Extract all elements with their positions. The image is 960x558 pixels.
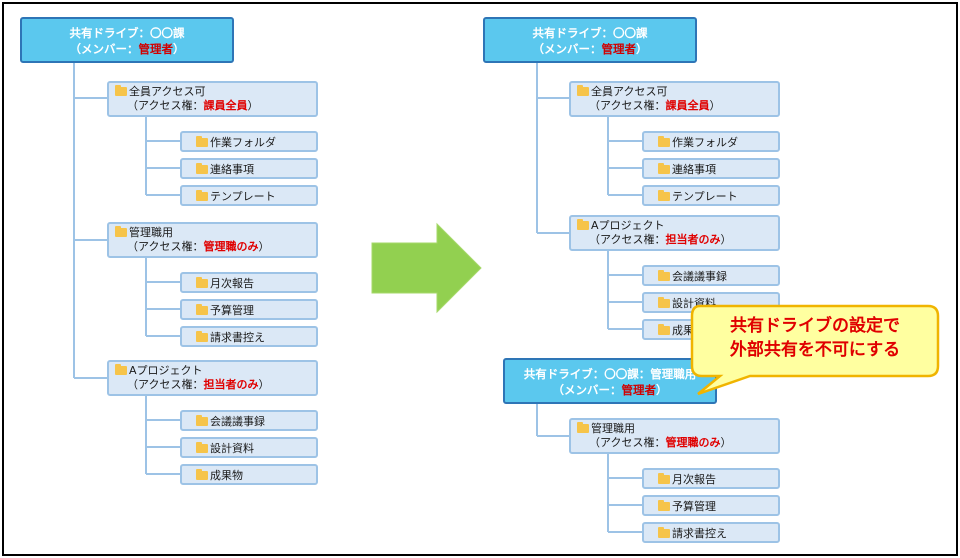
right-folder-project-a: Aプロジェクト （アクセス権：担当者のみ） [569,215,780,251]
left-folder-work: 作業フォルダ [180,131,318,152]
folder-icon [658,297,670,308]
right-folder-minutes: 会議議事録 [642,265,780,286]
folder-icon [115,85,127,96]
right-folder-all-access: 全員アクセス可 （アクセス権：課員全員） [569,81,780,117]
right-root2-title: 共有ドライブ：〇〇課：管理職用 [523,367,697,381]
left-folder-invoice: 請求書控え [180,326,318,347]
left-folder-minutes: 会議議事録 [180,410,318,431]
folder-icon [658,136,670,147]
folder-icon [196,442,208,453]
left-folder-monthly: 月次報告 [180,272,318,293]
callout-bubble [690,304,940,396]
folder-icon [658,473,670,484]
left-folder-template: テンプレート [180,185,318,206]
folder-icon [658,163,670,174]
folder-icon [196,190,208,201]
folder-icon [577,85,589,96]
folder-icon [196,415,208,426]
right-folder-managers: 管理職用 （アクセス権：管理職のみ） [569,418,780,454]
folder-icon [658,270,670,281]
folder-icon [196,469,208,480]
left-folder-budget: 予算管理 [180,299,318,320]
right-folder-template: テンプレート [642,185,780,206]
right-root-drive-managers: 共有ドライブ：〇〇課：管理職用 （メンバー：管理者） [503,358,717,404]
right-arrow [371,222,482,314]
folder-icon [115,364,127,375]
left-folder-deliverables: 成果物 [180,464,318,485]
folder-icon [658,324,670,335]
folder-icon [658,500,670,511]
callout-text: 共有ドライブの設定で 外部共有を不可にする [729,316,901,360]
left-folder-all-access: 全員アクセス可 （アクセス権：課員全員） [107,81,318,117]
folder-icon [577,422,589,433]
left-folder-project-a: Aプロジェクト （アクセス権：担当者のみ） [107,360,318,396]
folder-icon [196,304,208,315]
right-folder-monthly: 月次報告 [642,468,780,489]
folder-icon [196,331,208,342]
left-root-member-role: 管理者 [138,42,174,56]
folder-icon [115,226,127,237]
left-folder-design: 設計資料 [180,437,318,458]
folder-icon [577,219,589,230]
right-root-drive: 共有ドライブ：〇〇課 （メンバー：管理者） [483,17,697,63]
folder-icon [196,277,208,288]
left-root-title: 共有ドライブ：〇〇課 [69,26,185,40]
right-folder-notice: 連絡事項 [642,158,780,179]
folder-icon [658,190,670,201]
folder-icon [196,163,208,174]
left-folder-managers: 管理職用 （アクセス権：管理職のみ） [107,222,318,258]
right-folder-budget: 予算管理 [642,495,780,516]
folder-icon [196,136,208,147]
folder-icon [658,527,670,538]
left-folder-notice: 連絡事項 [180,158,318,179]
left-root-drive: 共有ドライブ：〇〇課 （メンバー：管理者） [20,17,234,63]
right-folder-invoice: 請求書控え [642,522,780,543]
right-root-title: 共有ドライブ：〇〇課 [532,26,648,40]
right-folder-work: 作業フォルダ [642,131,780,152]
